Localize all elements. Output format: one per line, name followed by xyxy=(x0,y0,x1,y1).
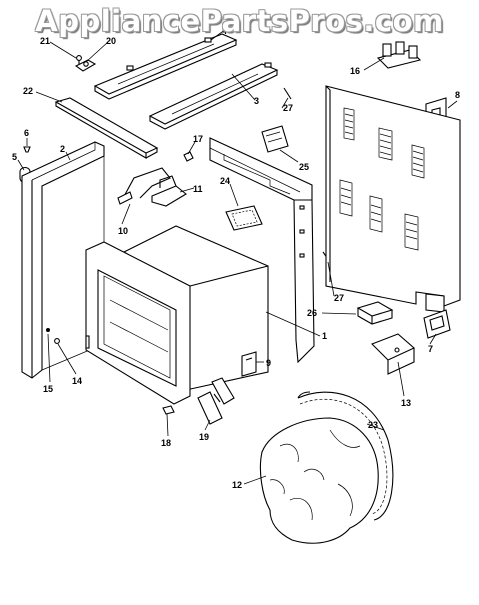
callout-23: 23 xyxy=(368,420,378,430)
callout-8: 8 xyxy=(455,90,460,100)
part-18-19-hinge xyxy=(162,377,235,425)
callout-5: 5 xyxy=(12,152,17,162)
part-7-lower-bracket xyxy=(423,309,451,339)
callout-4: 4 xyxy=(222,26,227,36)
part-23-wrap xyxy=(297,391,394,521)
callout-12: 12 xyxy=(232,480,242,490)
oven-cavity xyxy=(85,225,269,405)
part-9-clip xyxy=(241,351,257,377)
part-1-side-panel xyxy=(209,137,315,364)
callout-18: 18 xyxy=(161,438,171,448)
part-13-angle-bracket xyxy=(371,333,416,375)
part-2-side-trim xyxy=(21,141,105,379)
callout-13: 13 xyxy=(401,398,411,408)
watermark-text: AppliancePartsPros.com xyxy=(35,4,444,38)
part-3-top-rail xyxy=(148,62,279,130)
callout-9: 9 xyxy=(266,358,271,368)
leader-lines xyxy=(17,31,458,485)
part-4-top-trim xyxy=(93,33,238,100)
callout-20: 20 xyxy=(106,36,116,46)
part-20-21-bracket xyxy=(74,55,97,72)
callout-3: 3 xyxy=(254,96,259,106)
rear-panel xyxy=(325,85,461,313)
callout-7: 7 xyxy=(428,344,433,354)
callout-17: 17 xyxy=(193,134,203,144)
callout-10: 10 xyxy=(118,226,128,236)
part-24-gasket xyxy=(225,205,263,231)
callout-6: 6 xyxy=(24,128,29,138)
callout-25: 25 xyxy=(299,162,309,172)
callout-15: 15 xyxy=(43,384,53,394)
part-10-11-17-brackets xyxy=(117,151,194,207)
callout-26: 26 xyxy=(307,308,317,318)
callout-22: 22 xyxy=(23,86,33,96)
part-22-front-top-trim xyxy=(54,97,159,159)
callout-24: 24 xyxy=(220,176,230,186)
callout-19: 19 xyxy=(199,432,209,442)
callout-2: 2 xyxy=(60,144,65,154)
callout-16: 16 xyxy=(350,66,360,76)
callout-11: 11 xyxy=(193,184,203,194)
part-12-insulation xyxy=(259,417,379,544)
callout-1: 1 xyxy=(322,331,327,341)
callout-27-bottom: 27 xyxy=(334,293,344,303)
callout-14: 14 xyxy=(72,376,82,386)
part-25-bracket xyxy=(261,125,289,153)
callout-21: 21 xyxy=(40,36,50,46)
callout-27-top: 27 xyxy=(283,103,293,113)
part-26-spacer xyxy=(356,301,394,325)
